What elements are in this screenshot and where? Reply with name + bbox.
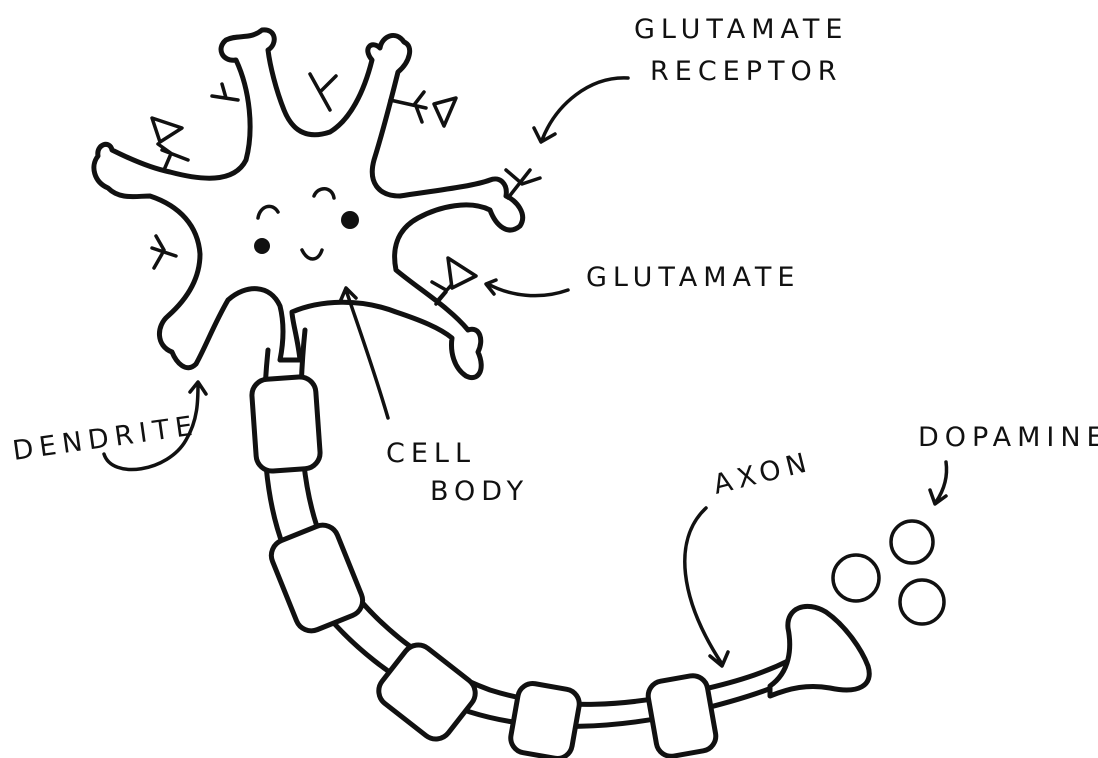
arrow-axon [685, 508, 728, 666]
label-cell-body-line1: CELL [386, 438, 476, 469]
arrow-glutamate-receptor [534, 78, 628, 142]
cell-body [94, 30, 540, 378]
arrow-dopamine [930, 462, 947, 504]
label-cell-body-line2: BODY [430, 476, 529, 507]
label-glutamate: GLUTAMATE [586, 262, 800, 293]
axon-terminal [770, 606, 869, 696]
axon [251, 330, 869, 758]
glutamate-triangle-icon [448, 258, 476, 288]
myelin-sheath [372, 639, 481, 746]
right-eye [341, 211, 359, 229]
myelin-sheath [251, 376, 321, 472]
label-glutamate-receptor-line1: GLUTAMATE [634, 14, 848, 45]
myelin-sheath [646, 673, 718, 758]
left-eye [254, 238, 270, 254]
labels: GLUTAMATE RECEPTOR GLUTAMATE DENDRITE CE… [11, 14, 1098, 507]
dopamine-molecules [833, 521, 944, 624]
arrow-glutamate [486, 280, 568, 296]
glutamate-triangle-icon [434, 98, 456, 126]
label-glutamate-receptor-line2: RECEPTOR [650, 56, 843, 87]
label-axon: AXON [710, 446, 815, 500]
dopamine-circle-icon [891, 521, 933, 563]
myelin-sheaths [251, 376, 718, 758]
label-arrows [104, 78, 947, 666]
dopamine-circle-icon [900, 580, 944, 624]
glutamate-triangle-icon [152, 118, 182, 142]
myelin-sheath [508, 681, 581, 758]
dopamine-circle-icon [833, 555, 879, 601]
label-dopamine: DOPAMINE [918, 422, 1098, 453]
soma-with-dendrites [94, 30, 523, 378]
